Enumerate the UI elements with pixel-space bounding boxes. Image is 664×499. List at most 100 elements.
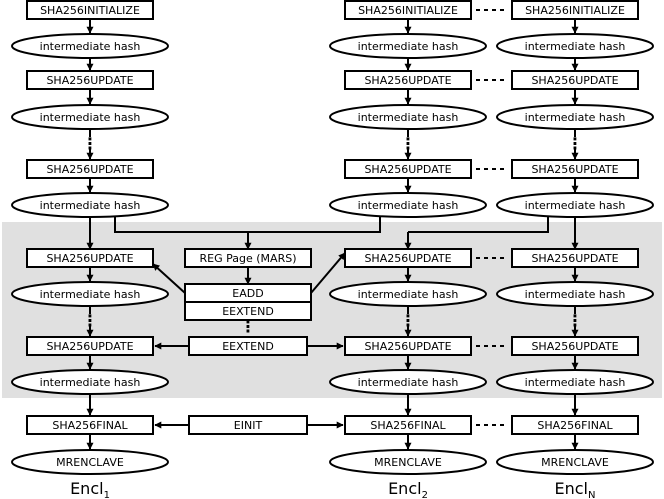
sha256-update-box-col2-label: SHA256UPDATE	[364, 340, 451, 353]
enclave-caption-3: EnclN	[555, 479, 596, 499]
sha256-update-box-col3-label: SHA256UPDATE	[531, 340, 618, 353]
intermediate-hash-ellipse-col3	[496, 369, 654, 395]
intermediate-hash-ellipse-col3-label: intermediate hash	[525, 199, 626, 212]
sha256-final-box-col1	[26, 415, 154, 435]
sha256-update-box-col2	[344, 336, 472, 356]
sha256-update-box-col3	[511, 248, 639, 268]
intermediate-hash-ellipse-col1	[11, 104, 169, 130]
intermediate-hash-ellipse-col2-label: intermediate hash	[358, 199, 459, 212]
vertical-ellipsis-col3: ⋮	[567, 134, 583, 153]
col2-to-reg-page-line	[248, 217, 381, 233]
sha256-update-box-col2	[344, 248, 472, 268]
vertical-ellipsis-col3: ⋮	[567, 311, 583, 330]
sha256-update-box-col2-label: SHA256UPDATE	[364, 74, 451, 87]
enclave-caption-name: Encl	[388, 479, 422, 498]
mrenclave-ellipse-col2	[329, 449, 487, 475]
sha256-update-box-col3-label: SHA256UPDATE	[531, 163, 618, 176]
mrenclave-ellipse-col2-label: MRENCLAVE	[374, 456, 442, 469]
intermediate-hash-ellipse-col3-label: intermediate hash	[525, 376, 626, 389]
middle-vertical-ellipsis: ⋮	[240, 317, 256, 336]
enclave-caption-name: Encl	[555, 479, 589, 498]
sha256-initialize-box-col3	[511, 0, 639, 20]
eadd-box-label: EADD	[232, 287, 263, 300]
sha256-initialize-box-col3-label: SHA256INITIALIZE	[525, 4, 625, 17]
vertical-ellipsis-col2: ⋮	[400, 134, 416, 153]
intermediate-hash-ellipse-col2	[329, 369, 487, 395]
intermediate-hash-ellipse-col2	[329, 104, 487, 130]
sha256-initialize-box-col2-label: SHA256INITIALIZE	[358, 4, 458, 17]
intermediate-hash-ellipse-col3	[496, 104, 654, 130]
sha256-update-box-col2-label: SHA256UPDATE	[364, 163, 451, 176]
eadd-to-col1-update-arrow	[152, 263, 186, 294]
intermediate-hash-ellipse-col1-label: intermediate hash	[40, 199, 141, 212]
enclave-caption-1: Encl1	[70, 479, 110, 499]
intermediate-hash-ellipse-col2-label: intermediate hash	[358, 376, 459, 389]
sha256-update-box-col3	[511, 159, 639, 179]
intermediate-hash-ellipse-col1	[11, 192, 169, 218]
mrenclave-ellipse-col3	[496, 449, 654, 475]
enclave-caption-2: Encl2	[388, 479, 428, 499]
eadd-to-col2-update-arrow	[310, 252, 346, 294]
intermediate-hash-ellipse-col3-label: intermediate hash	[525, 111, 626, 124]
reg-page-box	[184, 248, 312, 268]
reg-page-box-label: REG Page (MARS)	[200, 252, 297, 265]
intermediate-hash-ellipse-col2-label: intermediate hash	[358, 111, 459, 124]
colN-to-col2-line	[408, 217, 549, 233]
sha256-update-box-col1	[26, 70, 154, 90]
sha256-update-box-col1-label: SHA256UPDATE	[46, 252, 133, 265]
intermediate-hash-ellipse-col3-label: intermediate hash	[525, 40, 626, 53]
intermediate-hash-ellipse-col1-label: intermediate hash	[40, 376, 141, 389]
intermediate-hash-ellipse-col3	[496, 281, 654, 307]
sha256-initialize-box-col2	[344, 0, 472, 20]
intermediate-hash-ellipse-col1	[11, 33, 169, 59]
vertical-ellipsis-col2: ⋮	[400, 311, 416, 330]
intermediate-hash-ellipse-col2	[329, 192, 487, 218]
intermediate-hash-ellipse-col1-label: intermediate hash	[40, 111, 141, 124]
sha256-update-box-col1-label: SHA256UPDATE	[46, 340, 133, 353]
enclave-caption-subscript: 1	[104, 490, 110, 499]
sha256-initialize-box-col1-label: SHA256INITIALIZE	[40, 4, 140, 17]
sha256-final-box-col3-label: SHA256FINAL	[537, 419, 613, 432]
eextend-box-lower-label: EEXTEND	[222, 340, 274, 353]
sha256-update-box-col2	[344, 159, 472, 179]
sha256-update-box-col1	[26, 248, 154, 268]
sha256-update-box-col1-label: SHA256UPDATE	[46, 163, 133, 176]
sha256-final-box-col1-label: SHA256FINAL	[52, 419, 128, 432]
mrenclave-ellipse-col3-label: MRENCLAVE	[541, 456, 609, 469]
mrenclave-ellipse-col1	[11, 449, 169, 475]
sha256-initialize-box-col1	[26, 0, 154, 20]
vertical-ellipsis-col1: ⋮	[82, 134, 98, 153]
sha256-update-box-col3-label: SHA256UPDATE	[531, 252, 618, 265]
sha256-update-box-col2-label: SHA256UPDATE	[364, 252, 451, 265]
sha256-final-box-col2	[344, 415, 472, 435]
einit-box-label: EINIT	[234, 419, 263, 432]
sha256-update-box-col1	[26, 336, 154, 356]
intermediate-hash-ellipse-col1-label: intermediate hash	[40, 40, 141, 53]
intermediate-hash-ellipse-col2	[329, 33, 487, 59]
sha256-update-box-col1-label: SHA256UPDATE	[46, 74, 133, 87]
sha256-update-box-col2	[344, 70, 472, 90]
intermediate-hash-ellipse-col3-label: intermediate hash	[525, 288, 626, 301]
enclave-caption-subscript: N	[588, 490, 595, 499]
einit-box	[188, 415, 308, 435]
intermediate-hash-ellipse-col2	[329, 281, 487, 307]
eextend-box-label: EEXTEND	[222, 305, 274, 318]
vertical-ellipsis-col1: ⋮	[82, 311, 98, 330]
sha256-update-box-col1	[26, 159, 154, 179]
enclave-caption-name: Encl	[70, 479, 104, 498]
intermediate-hash-ellipse-col3	[496, 33, 654, 59]
to-reg-page-arrow	[114, 217, 252, 250]
intermediate-hash-ellipse-col2-label: intermediate hash	[358, 288, 459, 301]
enclave-caption-subscript: 2	[422, 490, 428, 499]
intermediate-hash-ellipse-col3	[496, 192, 654, 218]
intermediate-hash-ellipse-col2-label: intermediate hash	[358, 40, 459, 53]
sha256-final-box-col3	[511, 415, 639, 435]
sha256-update-box-col3	[511, 336, 639, 356]
eextend-box-lower	[188, 336, 308, 356]
eextend-box	[184, 301, 312, 321]
sha256-update-box-col3-label: SHA256UPDATE	[531, 74, 618, 87]
mrenclave-ellipse-col1-label: MRENCLAVE	[56, 456, 124, 469]
intermediate-hash-ellipse-col1-label: intermediate hash	[40, 288, 141, 301]
intermediate-hash-ellipse-col1	[11, 281, 169, 307]
